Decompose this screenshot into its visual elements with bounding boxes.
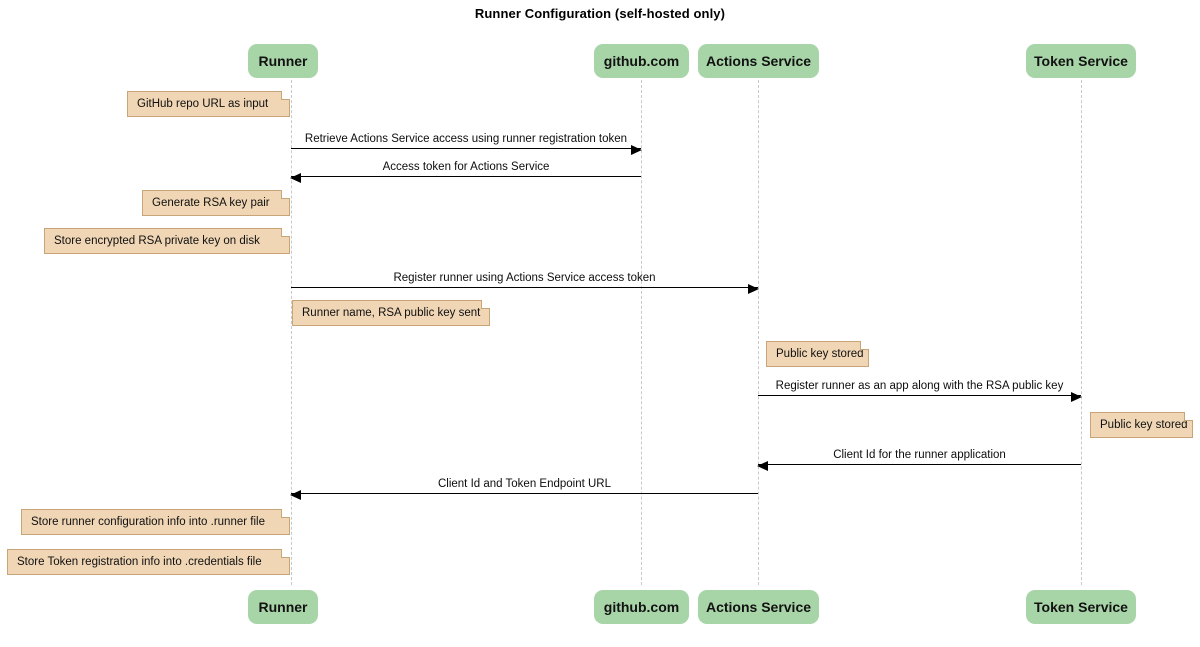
message-m3: Register runner using Actions Service ac… bbox=[291, 266, 759, 294]
note-text: Store runner configuration info into .ru… bbox=[31, 516, 265, 528]
message-line bbox=[758, 464, 1081, 465]
note-fold-corner-icon bbox=[281, 509, 290, 518]
arrowhead-left-icon bbox=[290, 172, 301, 183]
note-fold-corner-icon bbox=[281, 91, 290, 100]
participant-github-top[interactable]: github.com bbox=[594, 44, 689, 78]
note-text: GitHub repo URL as input bbox=[137, 98, 269, 110]
note-fold-corner-icon bbox=[281, 228, 290, 237]
participant-actions-top[interactable]: Actions Service bbox=[698, 44, 819, 78]
participant-runner-top[interactable]: Runner bbox=[248, 44, 318, 78]
participant-runner-bottom[interactable]: Runner bbox=[248, 590, 318, 624]
note-text: Generate RSA key pair bbox=[152, 197, 270, 209]
note-text: Store Token registration info into .cred… bbox=[17, 556, 262, 568]
note-text: Store encrypted RSA private key on disk bbox=[54, 235, 260, 247]
lifeline-actions bbox=[758, 80, 759, 585]
arrowhead-right-icon bbox=[748, 283, 759, 294]
note-n8: Store Token registration info into .cred… bbox=[7, 549, 290, 575]
note-n3: Store encrypted RSA private key on disk bbox=[44, 228, 290, 254]
note-fold-corner-icon bbox=[860, 341, 869, 350]
message-m1: Retrieve Actions Service access using ru… bbox=[291, 127, 642, 155]
note-n2: Generate RSA key pair bbox=[142, 190, 290, 216]
message-label: Retrieve Actions Service access using ru… bbox=[304, 133, 628, 145]
arrowhead-right-icon bbox=[631, 144, 642, 155]
participant-token-bottom[interactable]: Token Service bbox=[1026, 590, 1136, 624]
lifeline-token bbox=[1081, 80, 1082, 585]
arrowhead-left-icon bbox=[757, 460, 768, 471]
note-text: Runner name, RSA public key sent bbox=[302, 307, 481, 319]
note-fold-corner-icon bbox=[481, 300, 490, 309]
message-line bbox=[291, 493, 758, 494]
message-line bbox=[291, 287, 758, 288]
note-n6: Public key stored bbox=[1090, 412, 1193, 438]
message-m6: Client Id and Token Endpoint URL bbox=[290, 472, 758, 500]
note-fold-corner-icon bbox=[1184, 412, 1193, 421]
message-label: Register runner as an app along with the… bbox=[775, 380, 1064, 392]
participant-actions-bottom[interactable]: Actions Service bbox=[698, 590, 819, 624]
note-n4: Runner name, RSA public key sent bbox=[292, 300, 490, 326]
message-line bbox=[291, 148, 641, 149]
message-label: Client Id and Token Endpoint URL bbox=[437, 478, 612, 490]
participant-token-top[interactable]: Token Service bbox=[1026, 44, 1136, 78]
page-title: Runner Configuration (self-hosted only) bbox=[474, 6, 726, 21]
note-n7: Store runner configuration info into .ru… bbox=[21, 509, 290, 535]
arrowhead-left-icon bbox=[290, 489, 301, 500]
message-m2: Access token for Actions Service bbox=[290, 155, 641, 183]
lifeline-runner bbox=[291, 80, 292, 585]
message-line bbox=[291, 176, 641, 177]
arrowhead-right-icon bbox=[1071, 391, 1082, 402]
message-m5: Client Id for the runner application bbox=[757, 443, 1081, 471]
note-text: Public key stored bbox=[776, 348, 864, 360]
message-label: Access token for Actions Service bbox=[382, 161, 550, 173]
lifeline-github bbox=[641, 80, 642, 585]
participant-github-bottom[interactable]: github.com bbox=[594, 590, 689, 624]
note-fold-corner-icon bbox=[281, 190, 290, 199]
message-m4: Register runner as an app along with the… bbox=[758, 374, 1082, 402]
note-n1: GitHub repo URL as input bbox=[127, 91, 290, 117]
note-text: Public key stored bbox=[1100, 419, 1188, 431]
message-label: Client Id for the runner application bbox=[833, 449, 1006, 461]
note-n5: Public key stored bbox=[766, 341, 869, 367]
message-line bbox=[758, 395, 1081, 396]
message-label: Register runner using Actions Service ac… bbox=[393, 272, 656, 284]
note-fold-corner-icon bbox=[281, 549, 290, 558]
